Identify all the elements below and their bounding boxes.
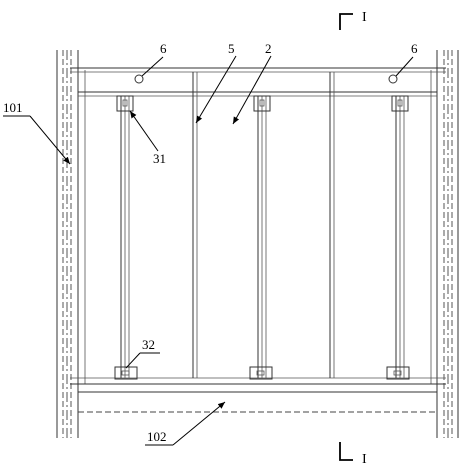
label-6a-group: 6 (141, 41, 167, 77)
section-mark-bottom: I (339, 442, 367, 467)
left-column (56, 50, 86, 438)
bottom-beam (70, 377, 446, 413)
label-6-right: 6 (411, 41, 418, 56)
label-32-group: 32 (125, 337, 160, 369)
holes (134, 74, 398, 84)
label-31: 31 (153, 151, 166, 166)
label-31-group: 31 (129, 110, 166, 166)
section-mark-top-label: I (362, 10, 367, 25)
label-5-group: 5 (195, 41, 237, 124)
label-2-group: 2 (232, 41, 272, 125)
hole-left (134, 74, 144, 84)
label-6-left: 6 (160, 41, 167, 56)
section-mark-top: I (339, 10, 367, 30)
label-32: 32 (142, 337, 155, 352)
label-2: 2 (265, 41, 272, 56)
right-column (430, 50, 459, 438)
top-beam (70, 67, 446, 97)
label-102-group: 102 (145, 401, 226, 446)
hole-right (388, 74, 398, 84)
label-101: 101 (3, 100, 23, 115)
label-6b-group: 6 (395, 41, 418, 77)
vertical-studs (120, 72, 405, 378)
label-102: 102 (147, 429, 167, 444)
label-5: 5 (228, 41, 235, 56)
label-101-group: 101 (3, 100, 71, 165)
section-mark-bottom-label: I (362, 452, 367, 467)
bottom-brackets (114, 366, 410, 380)
top-brackets (116, 95, 409, 112)
